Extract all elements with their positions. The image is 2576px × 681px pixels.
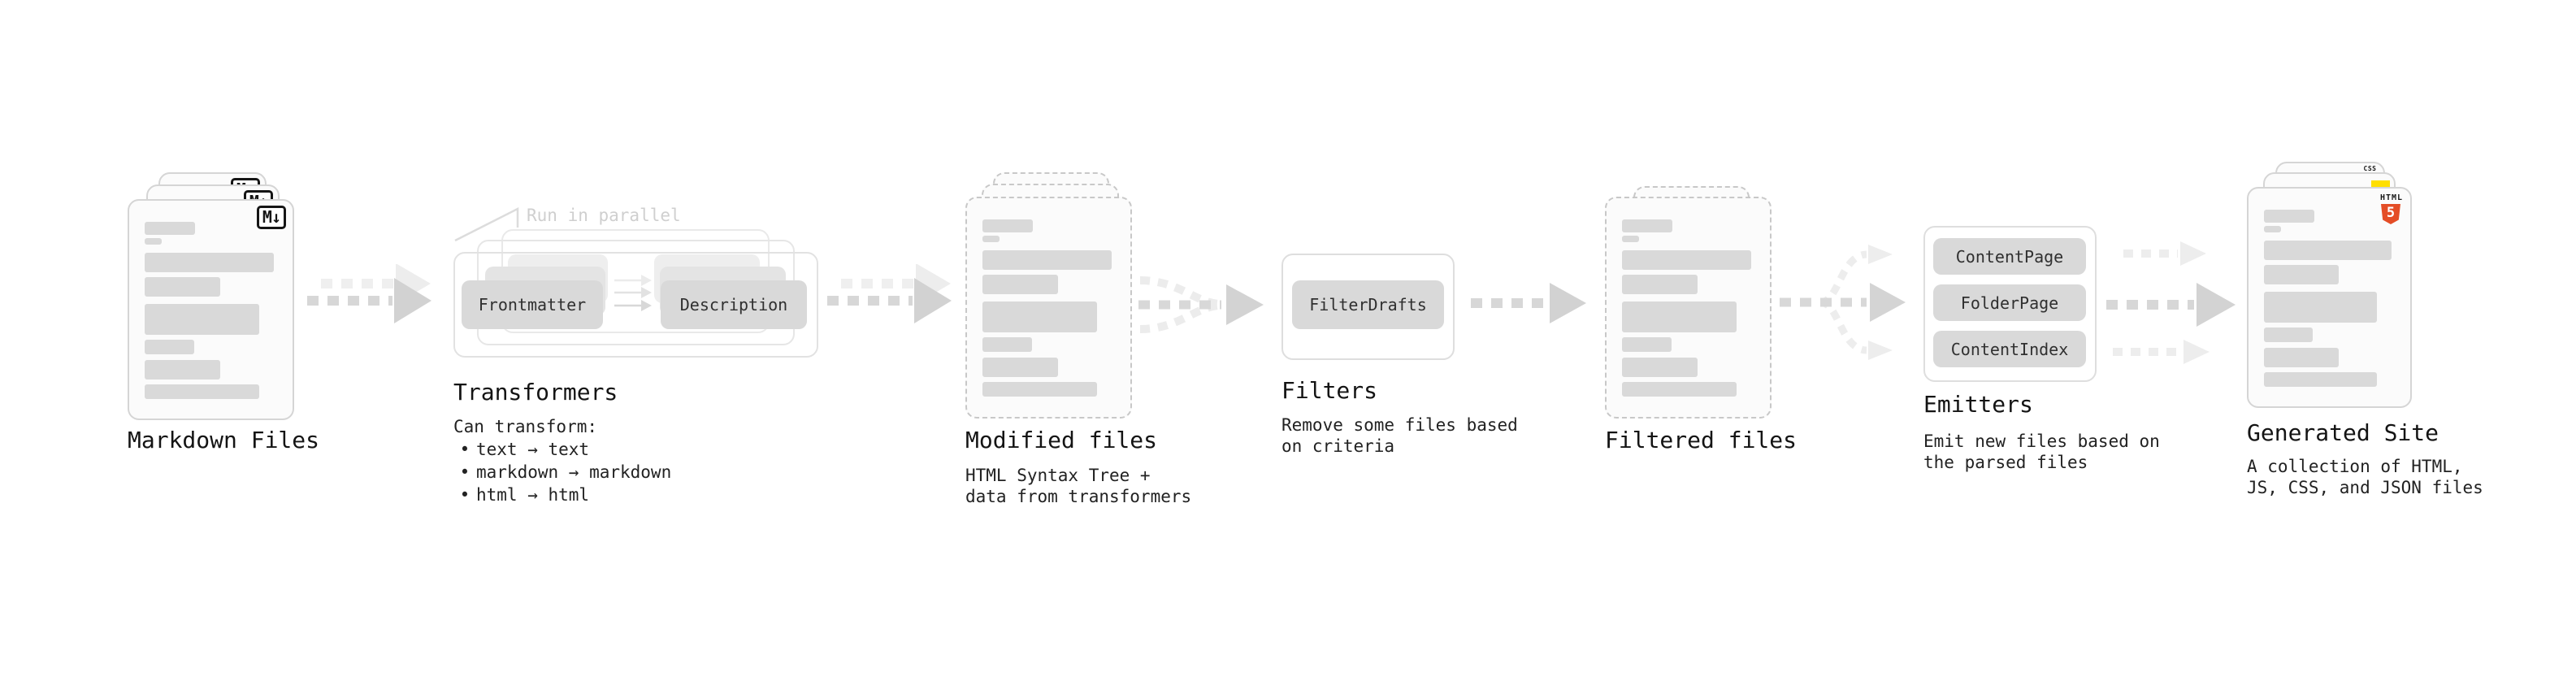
document-card	[1605, 197, 1772, 419]
placeholder-bar	[145, 304, 260, 335]
placeholder-bar	[982, 358, 1059, 377]
mini-arrow-icon	[614, 300, 652, 311]
emitters-section: ContentPage FolderPage ContentIndex Emit…	[1923, 226, 2192, 494]
placeholder-bar	[1622, 236, 1640, 242]
placeholder-bar	[2264, 327, 2313, 342]
placeholder-bar	[145, 360, 221, 380]
placeholder-bar	[1622, 358, 1698, 377]
section-title-filtered: Filtered files	[1605, 427, 1798, 453]
transform-bullet-list: •text → text •markdown → markdown •html …	[453, 439, 672, 506]
transform-bullet: •html → html	[459, 485, 590, 505]
section-title-generated: Generated Site	[2247, 419, 2439, 446]
modified-files-section: Modified files HTML Syntax Tree + data f…	[965, 172, 1234, 514]
filtered-files-section: Filtered files	[1605, 186, 1873, 511]
transform-bullet: •text → text	[459, 440, 590, 459]
markdown-files-section: M↓ M↓ M↓ Markdown Files	[128, 172, 339, 514]
placeholder-bar	[145, 277, 221, 297]
placeholder-bar	[2264, 292, 2378, 323]
generated-site-section: CSS HTML 5 Generated Site A collection o…	[2247, 162, 2515, 511]
placeholder-bar	[1622, 219, 1673, 232]
placeholder-bar	[145, 253, 275, 272]
emitter-chip-contentpage: ContentPage	[1933, 238, 2086, 275]
callout-line	[454, 206, 519, 242]
placeholder-bar	[982, 250, 1112, 270]
document-content	[967, 198, 1130, 397]
emitter-chip-folderpage: FolderPage	[1933, 284, 2086, 321]
arrow-modified-to-filters-merge	[1138, 276, 1264, 333]
transformer-chip-frontmatter: Frontmatter	[462, 280, 603, 329]
placeholder-bar	[145, 384, 260, 399]
arrow-emitters-to-generated	[2106, 241, 2236, 364]
mini-arrow-icon	[614, 275, 652, 286]
placeholder-bar	[1622, 301, 1737, 332]
document-content	[129, 201, 293, 399]
arrow-filters-to-filtered	[1471, 283, 1586, 323]
can-transform-heading: Can transform:	[453, 417, 598, 436]
placeholder-bar	[2264, 210, 2314, 223]
run-in-parallel-note: Run in parallel	[527, 206, 681, 225]
html5-icon: HTML 5	[2380, 194, 2402, 224]
section-title-modified: Modified files	[965, 427, 1158, 453]
placeholder-bar	[982, 236, 1000, 242]
mini-arrow-icon	[614, 287, 652, 298]
arrow-filtered-to-emitters-split	[1780, 245, 1906, 360]
placeholder-bar	[2264, 372, 2378, 387]
placeholder-bar	[982, 219, 1034, 232]
arrow-transformers-to-modified	[827, 264, 952, 323]
transformers-section: Run in parallel Frontmatter Description …	[453, 203, 835, 512]
document-content	[1607, 198, 1770, 397]
placeholder-bar	[982, 382, 1098, 397]
placeholder-bar	[2264, 348, 2340, 367]
placeholder-bar	[1622, 382, 1737, 397]
section-title-filters: Filters	[1281, 377, 1378, 404]
placeholder-bar	[2264, 226, 2282, 232]
placeholder-bar	[2264, 265, 2340, 284]
placeholder-bar	[145, 238, 163, 245]
placeholder-bar	[1622, 275, 1698, 294]
placeholder-bar	[1622, 337, 1672, 352]
section-title-markdown: Markdown Files	[128, 427, 320, 453]
markdown-icon: M↓	[256, 206, 286, 229]
placeholder-bar	[145, 222, 196, 235]
transformer-chip-description: Description	[661, 280, 807, 329]
document-card: M↓	[128, 199, 294, 420]
section-subtitle-filters: Remove some files based on criteria	[1281, 415, 1518, 456]
placeholder-bar	[982, 337, 1032, 352]
transform-bullet: •markdown → markdown	[459, 462, 672, 482]
section-subtitle-transformers: Can transform: •text → text •markdown → …	[453, 416, 671, 506]
document-card: HTML 5	[2247, 187, 2412, 408]
placeholder-bar	[1622, 250, 1752, 270]
filters-section: FilterDrafts Filters Remove some files b…	[1281, 254, 1550, 481]
section-subtitle-emitters: Emit new files based on the parsed files	[1923, 432, 2160, 472]
arrow-markdown-to-transformers	[307, 264, 432, 323]
placeholder-bar	[982, 301, 1098, 332]
filter-chip-filterdrafts: FilterDrafts	[1292, 280, 1444, 329]
placeholder-bar	[145, 340, 194, 354]
transformer-layer-front	[453, 252, 818, 358]
section-subtitle-generated: A collection of HTML, JS, CSS, and JSON …	[2247, 457, 2483, 497]
section-subtitle-modified: HTML Syntax Tree + data from transformer…	[965, 466, 1192, 506]
document-content	[2249, 189, 2410, 387]
emitter-chip-contentindex: ContentIndex	[1933, 331, 2086, 367]
placeholder-bar	[2264, 241, 2392, 260]
section-title-transformers: Transformers	[453, 379, 618, 406]
placeholder-bar	[982, 275, 1059, 294]
section-title-emitters: Emitters	[1923, 391, 2033, 418]
document-card	[965, 197, 1132, 419]
